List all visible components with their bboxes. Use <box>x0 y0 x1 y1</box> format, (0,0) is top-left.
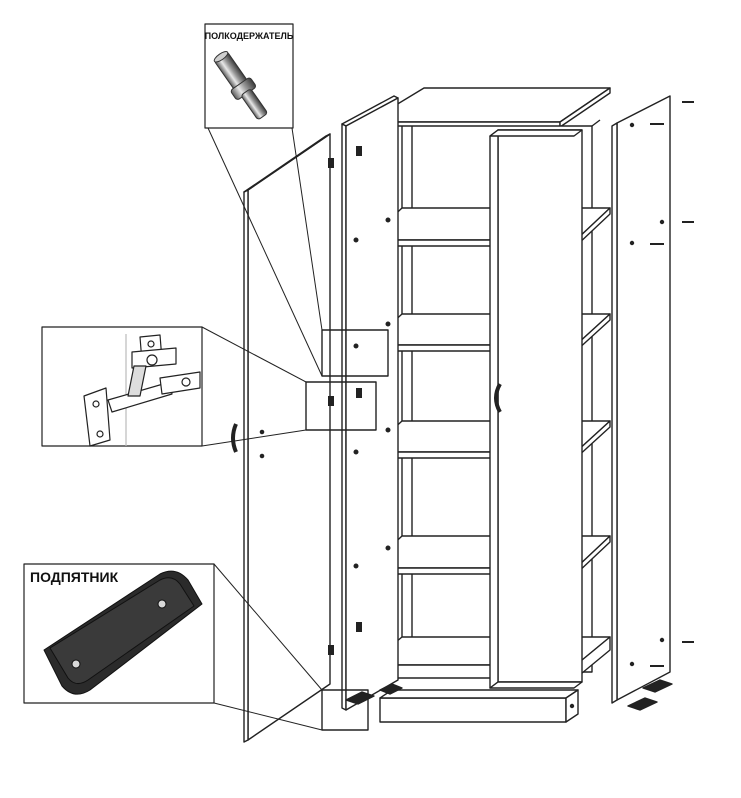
leader-lines <box>201 127 323 731</box>
left-door-open <box>231 133 334 743</box>
glide-label: ПОДПЯТНИК <box>30 569 119 585</box>
shelf-support-detail-frame <box>321 329 389 377</box>
furniture-hinge-icon <box>83 334 201 447</box>
right-side-panel <box>611 95 694 711</box>
shelf-support-pin-icon <box>213 51 268 120</box>
hinge-detail-frame <box>305 381 377 431</box>
right-door <box>489 129 583 689</box>
plinth-board <box>379 689 579 723</box>
glide-callout <box>23 563 215 704</box>
shelf-support-label: ПОЛКОДЕРЖАТЕЛЬ <box>205 31 294 41</box>
hinge-callout <box>41 326 203 447</box>
furniture-glide-pad-icon <box>43 570 203 695</box>
detail-frames <box>305 329 389 731</box>
top-panel <box>367 87 611 128</box>
glide-detail-frame <box>321 689 369 731</box>
left-side-panel <box>341 95 403 711</box>
shelf-support-callout <box>204 23 294 129</box>
